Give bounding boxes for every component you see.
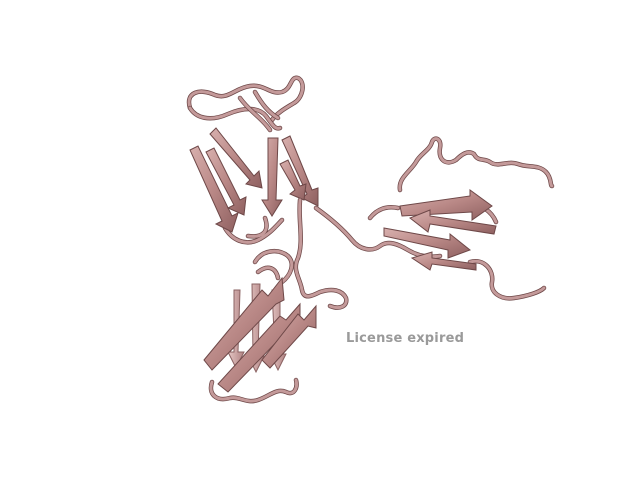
beta-strand <box>205 147 247 216</box>
beta-strand <box>281 135 319 207</box>
lower-beta-sheet <box>203 276 317 393</box>
domain-linker <box>293 197 443 310</box>
beta-strand <box>261 137 283 217</box>
beta-strand <box>209 127 263 189</box>
beta-strand <box>217 302 301 393</box>
beta-strand <box>279 159 307 201</box>
lower-domain-loops <box>208 248 299 404</box>
beta-strand <box>189 145 239 233</box>
beta-strand <box>410 251 477 271</box>
upper-domain-loops <box>186 75 305 245</box>
upper-beta-sheet <box>189 127 319 233</box>
beta-strand <box>409 209 497 235</box>
right-beta-sheet <box>383 189 497 271</box>
beta-strand <box>399 189 493 221</box>
right-domain-loops <box>367 136 555 301</box>
beta-strand <box>261 304 317 369</box>
beta-strand <box>203 276 285 371</box>
beta-strand <box>383 227 472 259</box>
license-watermark: License expired <box>346 331 465 346</box>
